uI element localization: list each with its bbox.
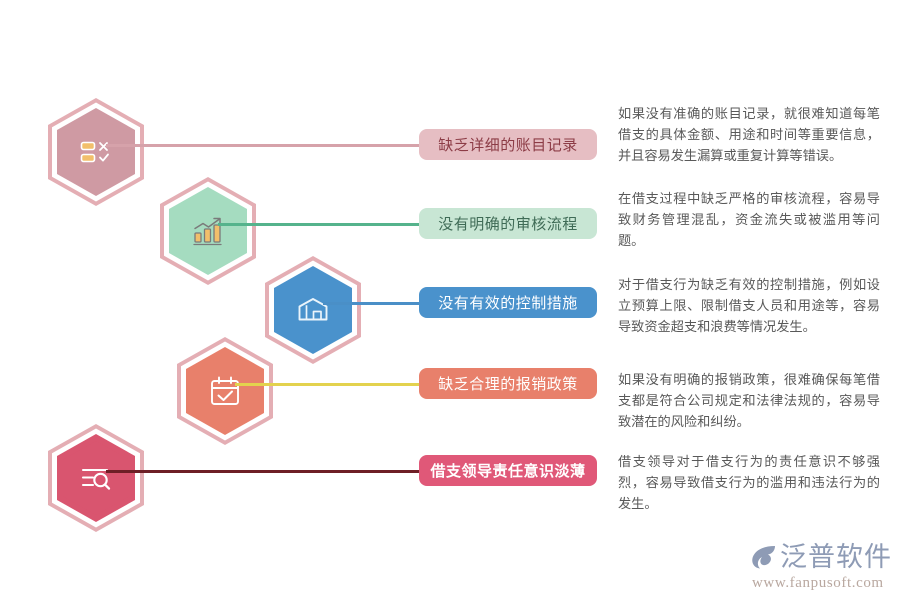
hexagon-badge-3 [265, 256, 361, 364]
fanpu-logo-icon [748, 542, 778, 572]
hexagon-badge-2 [160, 177, 256, 285]
issue-label-text: 没有明确的审核流程 [438, 216, 578, 233]
watermark-brand-text: 泛普软件 [780, 542, 892, 572]
document-search-icon [79, 461, 113, 495]
checklist-icon [79, 135, 113, 169]
issue-label-5[interactable]: 借支领导责任意识淡薄 [419, 455, 597, 486]
connector-line-4 [235, 383, 422, 386]
issue-description-3: 对于借支行为缺乏有效的控制措施，例如设立预算上限、限制借支人员和用途等，容易导致… [618, 277, 880, 334]
connector-line-3 [323, 302, 422, 305]
issue-label-3[interactable]: 没有有效的控制措施 [419, 287, 597, 318]
hexagon-core [280, 273, 346, 347]
watermark-url-text: www.fanpusoft.com [752, 575, 884, 591]
hexagon-badge-5 [48, 424, 144, 532]
issue-label-text: 缺乏合理的报销政策 [438, 376, 578, 393]
issue-label-text: 缺乏详细的账目记录 [438, 137, 578, 154]
hexagon-core [63, 441, 129, 515]
issue-label-text: 没有有效的控制措施 [438, 295, 578, 312]
issue-label-1[interactable]: 缺乏详细的账目记录 [419, 129, 597, 160]
issue-description-4: 如果没有明确的报销政策，很难确保每笔借支都是符合公司规定和法律法规的，容易导致潜… [618, 372, 880, 429]
connector-line-1 [106, 144, 422, 147]
calendar-check-icon [208, 374, 242, 408]
issue-description-1: 如果没有准确的账目记录，就很难知道每笔借支的具体金额、用途和时间等重要信息，并且… [618, 106, 880, 163]
warehouse-building-icon [296, 293, 330, 327]
hexagon-badge-1 [48, 98, 144, 206]
issue-description-5: 借支领导对于借支行为的责任意识不够强烈，容易导致借支行为的滥用和违法行为的发生。 [618, 454, 880, 511]
connector-line-5 [106, 470, 422, 473]
issue-description-2: 在借支过程中缺乏严格的审核流程，容易导致财务管理混乱，资金流失或被滥用等问题。 [618, 191, 880, 248]
issue-label-text: 借支领导责任意识淡薄 [430, 463, 586, 480]
bar-chart-growth-icon [191, 214, 225, 248]
connector-line-2 [218, 223, 422, 226]
watermark-logo: 泛普软件 www.fanpusoft.com [748, 540, 898, 596]
issue-label-4[interactable]: 缺乏合理的报销政策 [419, 368, 597, 399]
watermark-brand-row: 泛普软件 [748, 540, 898, 574]
hexagon-core [192, 354, 258, 428]
issue-label-2[interactable]: 没有明确的审核流程 [419, 208, 597, 239]
hexagon-badge-4 [177, 337, 273, 445]
